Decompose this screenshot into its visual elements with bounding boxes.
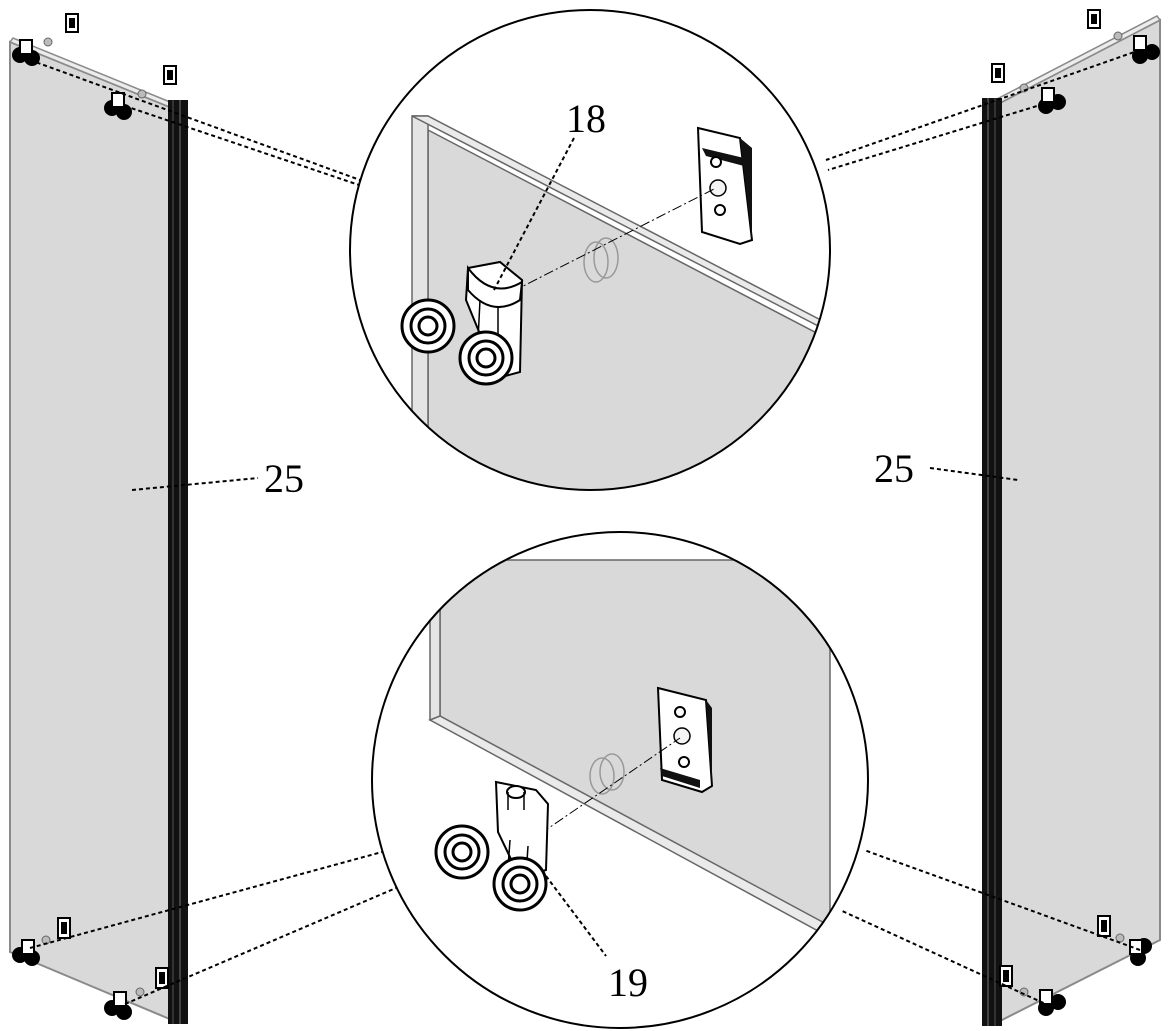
left-bottom-roller-inner — [104, 967, 169, 1020]
left-bottom-roller-outer — [12, 917, 71, 966]
bottom-mounting-bracket — [656, 686, 714, 794]
callout-label-panel-right: 25 — [874, 446, 914, 491]
bottom-glass-bushing — [589, 753, 625, 795]
callout-leaders — [131, 137, 1019, 957]
right-top-roller-inner — [991, 63, 1066, 114]
right-bottom-roller-inner — [999, 965, 1066, 1016]
bottom-detail-view — [371, 531, 869, 1029]
top-glass-bushing — [583, 237, 619, 283]
right-glass-panel — [982, 15, 1162, 1026]
callout-label-roller-bottom: 19 — [608, 960, 648, 1005]
top-detail-view — [349, 9, 831, 491]
left-wall-profile — [168, 100, 188, 1024]
right-wall-profile — [982, 98, 1002, 1026]
callout-label-roller-top: 18 — [566, 96, 606, 141]
top-roller-assembly — [400, 260, 524, 386]
callout-label-panel-left: 25 — [264, 456, 304, 501]
left-top-roller-outer — [12, 13, 79, 66]
left-top-roller-inner — [104, 65, 177, 120]
top-mounting-bracket — [696, 126, 754, 246]
left-glass-panel — [8, 37, 188, 1024]
bottom-roller-assembly — [434, 780, 550, 912]
detail-leaders — [29, 49, 1141, 1007]
